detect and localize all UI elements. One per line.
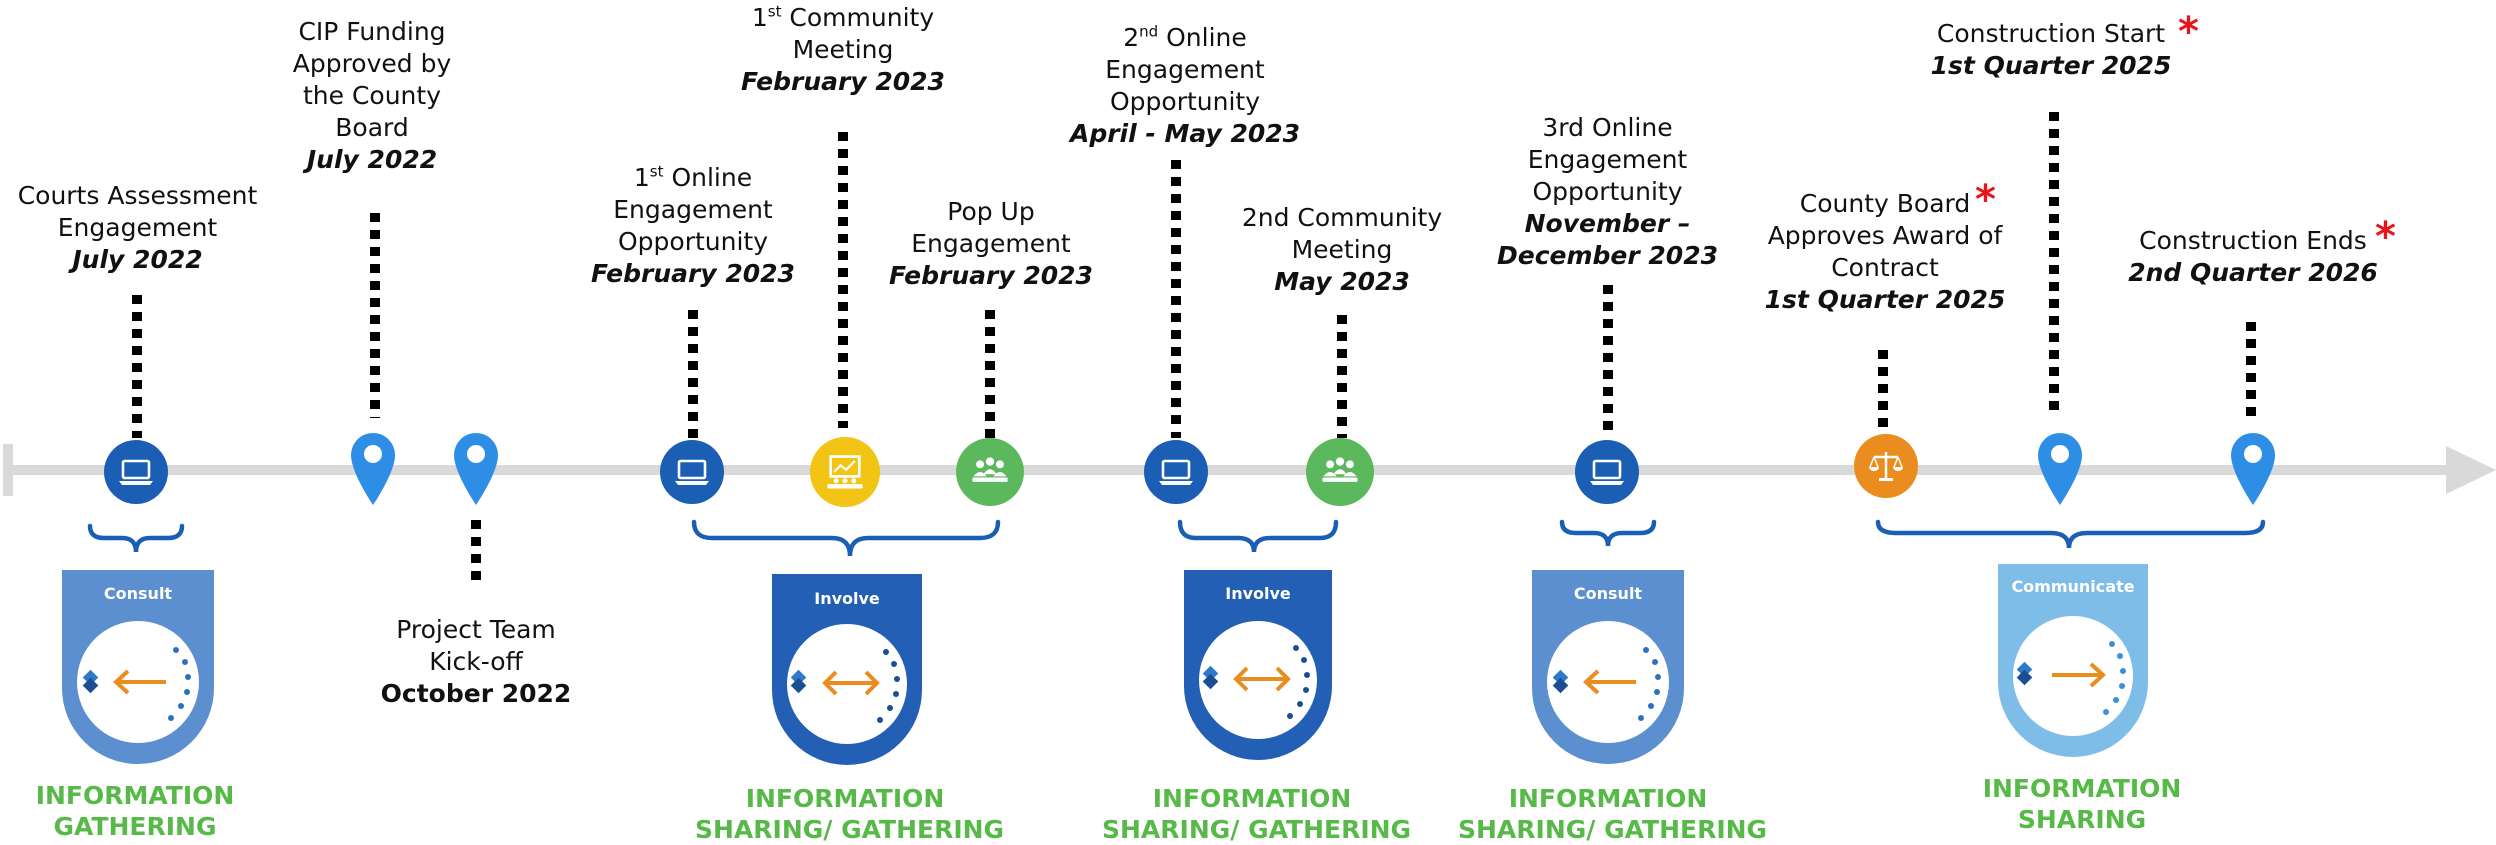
brace-communicate (1875, 519, 2266, 549)
event-community-meeting-1: 1st Community Meeting February 2023 (741, 2, 945, 96)
asterisk-award: * (1975, 177, 1996, 223)
brace-consult-1 (87, 523, 185, 553)
arrow-left-icon (113, 669, 130, 695)
badge-consult-2: Consult (1532, 570, 1684, 764)
event-online-engagement-3: 3rd Online Engagement Opportunity Novemb… (1497, 113, 1718, 270)
map-pin-icon (2231, 433, 2275, 505)
asterisk-construction-ends: * (2375, 214, 2396, 260)
category-information-sharing-gathering-1: INFORMATION SHARING/ GATHERING (695, 784, 1005, 844)
event-construction-start: Construction Start 1st Quarter 2025 (1930, 19, 2172, 80)
marker-community2-people (1306, 438, 1374, 506)
badge-consult-1: Consult (62, 570, 214, 764)
arrow-both-icon (1233, 666, 1291, 692)
brace-involve-2 (1177, 519, 1339, 553)
arrow-left-icon (1583, 669, 1600, 695)
badge-label: Communicate (2011, 577, 2134, 596)
badge-involve-1: Involve (772, 574, 922, 765)
brace-consult-2 (1559, 519, 1657, 547)
category-information-gathering: INFORMATION GATHERING (35, 781, 235, 841)
event-online-engagement-2: 2nd Online Engagement Opportunity April … (1069, 22, 1301, 148)
map-pin-icon (351, 433, 395, 505)
event-construction-ends: Construction Ends 2nd Quarter 2026 (2128, 226, 2378, 287)
brace-involve-1 (691, 519, 1001, 557)
badge-communicate: Communicate (1998, 564, 2148, 757)
map-pin-icon (454, 433, 498, 505)
category-information-sharing-gathering-2: INFORMATION SHARING/ GATHERING (1102, 784, 1412, 844)
arrow-right-icon (2089, 662, 2106, 688)
event-project-kickoff: Project Team Kick-off October 2022 (380, 615, 572, 708)
timeline-bar (8, 465, 2448, 475)
event-cip-funding: CIP Funding Approved by the County Board… (292, 17, 452, 174)
event-community-meeting-2: 2nd Community Meeting May 2023 (1241, 203, 1443, 296)
marker-online2-laptop (1144, 440, 1208, 504)
badge-label: Consult (104, 584, 173, 603)
marker-online1-laptop (660, 440, 724, 504)
event-online-engagement-1: 1st Online Engagement Opportunity Februa… (591, 162, 795, 288)
badge-involve-2: Involve (1184, 570, 1332, 760)
event-courts-assessment: Courts Assessment Engagement July 2022 (17, 181, 258, 274)
marker-popup-people (956, 438, 1024, 506)
asterisk-construction-start: * (2178, 9, 2199, 55)
category-information-sharing-gathering-3: INFORMATION SHARING/ GATHERING (1458, 784, 1768, 844)
category-information-sharing: INFORMATION SHARING (1982, 774, 2182, 834)
badge-label: Consult (1574, 584, 1643, 603)
badge-label: Involve (814, 589, 880, 608)
event-pop-up-engagement: Pop Up Engagement February 2023 (889, 197, 1093, 290)
marker-award-scales (1854, 434, 1918, 498)
arrow-both-icon (822, 670, 880, 696)
map-pin-icon (2038, 433, 2082, 505)
marker-community1-presentation (810, 437, 880, 507)
timeline-arrowhead (2446, 446, 2496, 494)
event-award-of-contract: County Board Approves Award of Contract … (1764, 189, 2006, 314)
marker-courts-laptop (104, 440, 168, 504)
badge-label: Involve (1225, 584, 1291, 603)
marker-online3-laptop (1575, 440, 1639, 504)
timeline-start-cap (3, 444, 13, 496)
